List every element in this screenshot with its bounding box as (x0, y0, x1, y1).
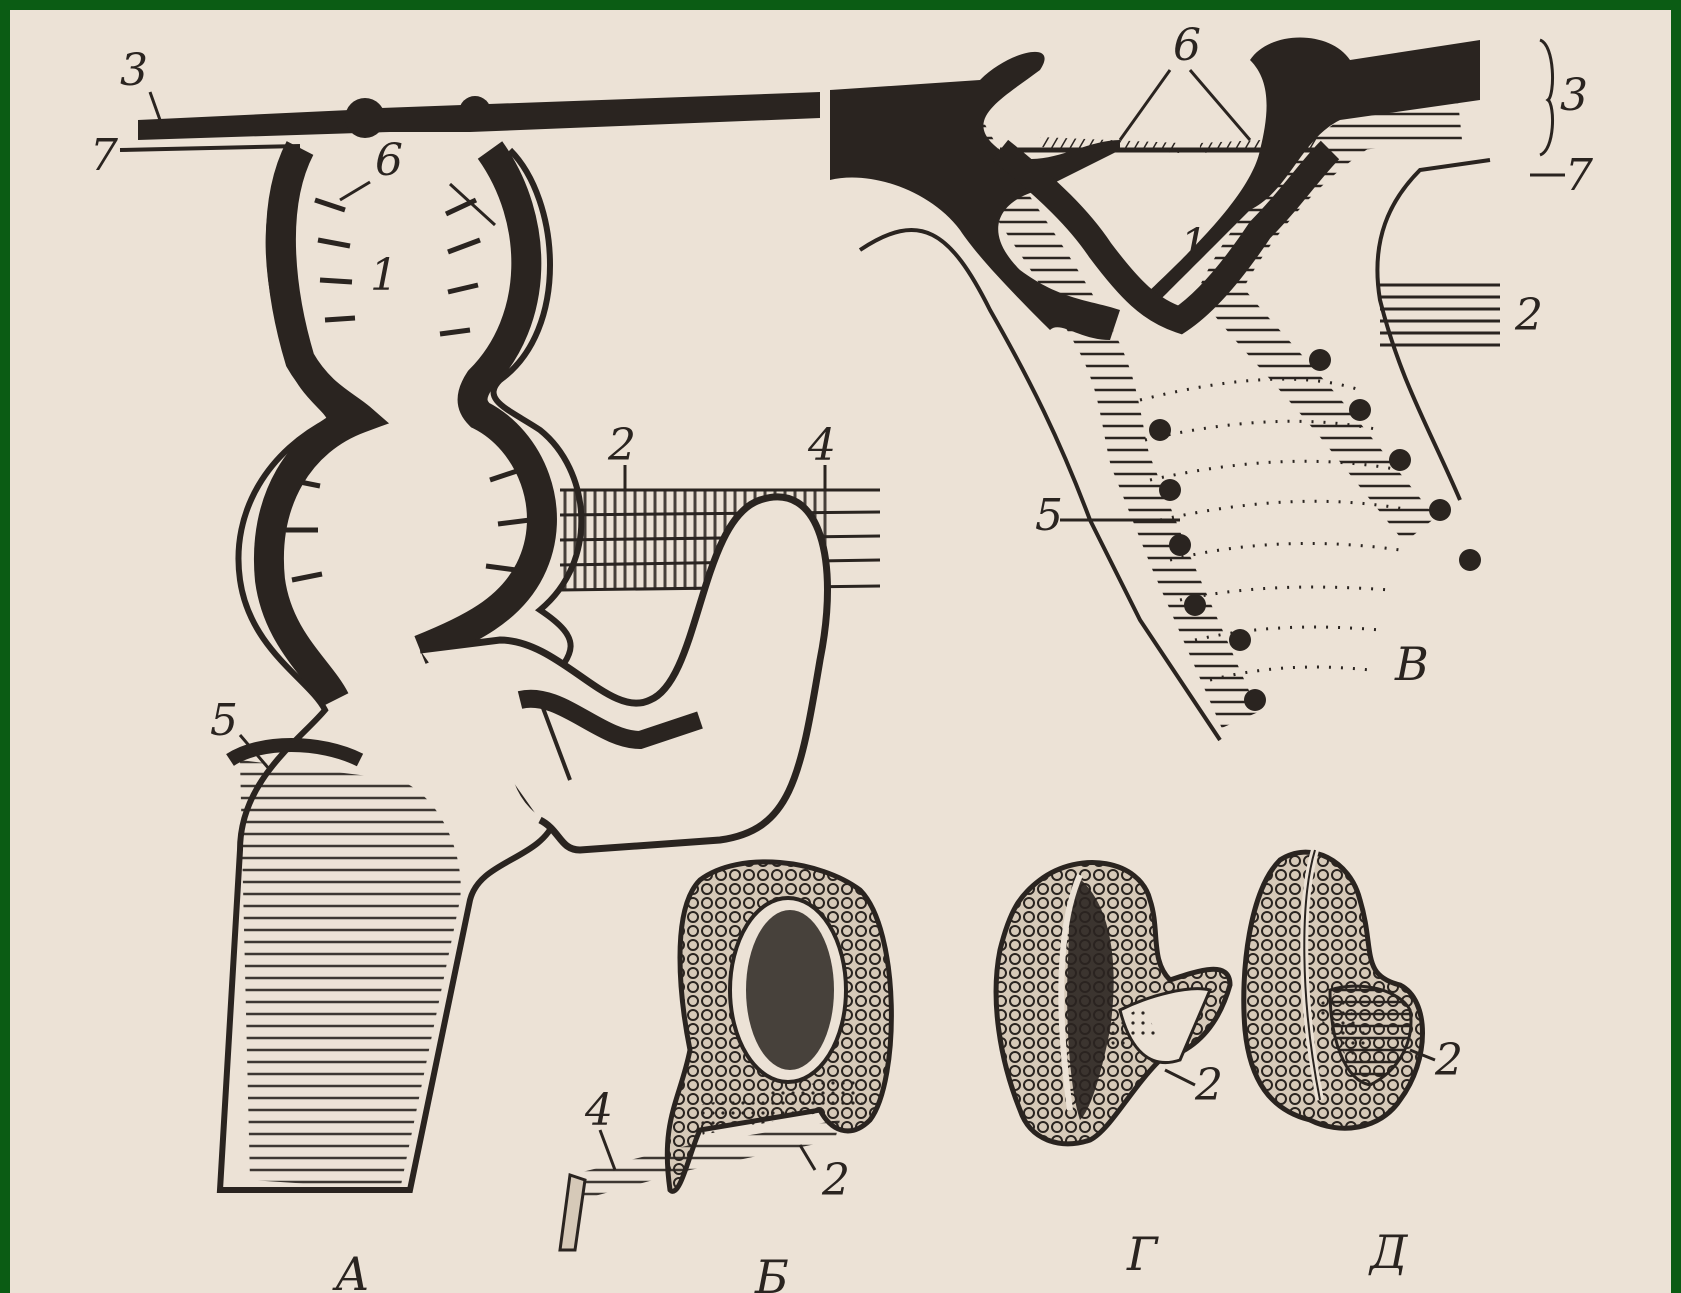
label-2-b: 2 (821, 1155, 850, 1206)
label-6-v: 6 (1173, 20, 1201, 71)
panel-label-g: Г (1126, 1227, 1159, 1281)
label-7-a: 7 (90, 130, 118, 181)
label-2-d: 2 (1434, 1035, 1463, 1086)
label-6-a: 6 (375, 135, 403, 186)
spiracle-illustration: 3 7 6 1 2 4 5 А (10, 10, 1671, 1293)
label-4-b: 4 (584, 1085, 613, 1136)
panel-d-drawing (1244, 850, 1435, 1128)
panel-label-v: В (1394, 637, 1429, 691)
label-1-a: 1 (370, 250, 398, 301)
panel-label-a: А (332, 1247, 370, 1293)
label-4-a: 4 (807, 420, 836, 471)
label-5-v: 5 (1035, 490, 1063, 541)
label-5-a: 5 (210, 695, 238, 746)
panel-label-d: Д (1368, 1225, 1409, 1279)
label-3-a: 3 (120, 45, 148, 96)
label-7-v: 7 (1565, 150, 1593, 201)
panel-v-drawing (830, 38, 1565, 741)
label-3-v: 3 (1560, 70, 1588, 121)
label-2-v: 2 (1514, 290, 1543, 341)
label-2-g: 2 (1194, 1060, 1223, 1111)
panel-label-b: Б (754, 1250, 789, 1293)
label-2-a: 2 (607, 420, 636, 471)
label-1-v: 1 (1180, 220, 1208, 271)
figure-frame: 3 7 6 1 2 4 5 А (10, 10, 1671, 1293)
